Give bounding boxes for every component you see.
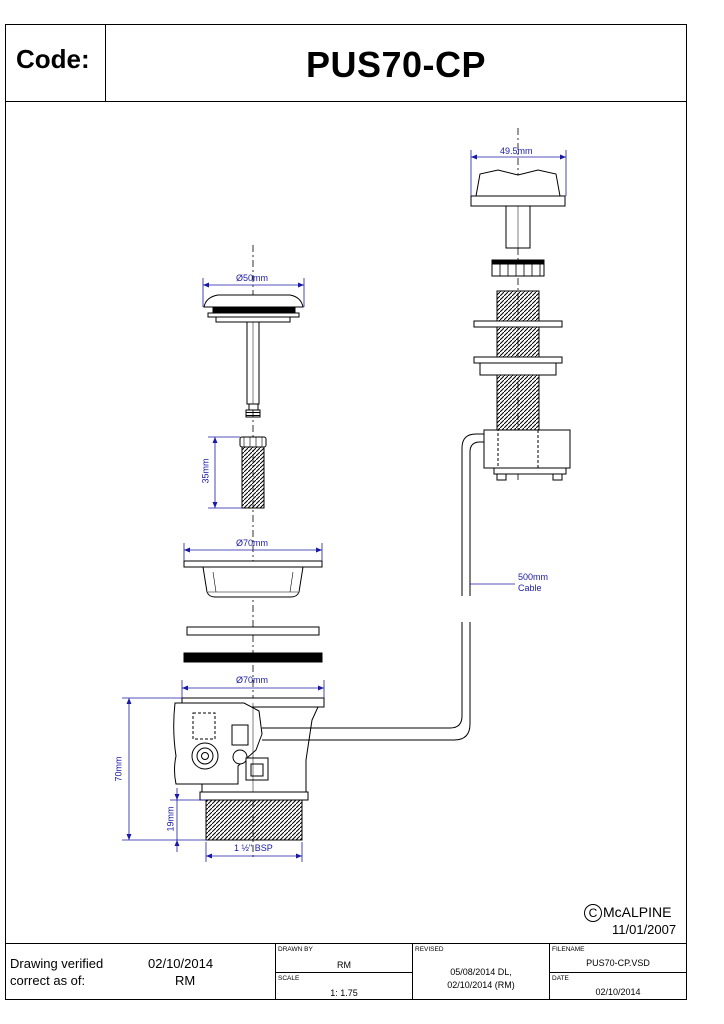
plug-diameter-label: Ø50mm [236, 273, 269, 283]
date-label: DATE [552, 975, 569, 982]
body-height-label: 70mm [113, 756, 124, 782]
thread-height-label: 19mm [165, 806, 176, 832]
thread-size-label: 1 ½" BSP [234, 843, 273, 853]
button-width-label: 49.5mm [500, 146, 533, 156]
filename-value: PUS70-CP.VSD [586, 958, 650, 968]
filename-label: FILENAME [552, 946, 585, 953]
title-block-lines [5, 943, 686, 1000]
screw-length-label: 35mm [200, 458, 211, 484]
flange-diameter-label: Ø70mm [236, 538, 269, 548]
verified-by: RM [175, 973, 196, 988]
brand-date: 11/01/2007 [612, 922, 677, 937]
drawn-by-value: RM [337, 960, 351, 970]
operating-button [470, 169, 566, 249]
body-diameter-label: Ø70mm [236, 675, 269, 685]
scale-label: SCALE [278, 975, 300, 982]
operating-nut [491, 259, 545, 277]
verified-label-line1: Drawing verified [10, 956, 104, 971]
code-label: Code: [16, 44, 90, 74]
operating-body [473, 290, 571, 481]
cable-note: 500mm Cable [518, 572, 548, 594]
scale-value: 1: 1.75 [330, 988, 358, 998]
revised-line2: 02/10/2014 (RM) [447, 980, 515, 990]
product-code: PUS70-CP [305, 44, 487, 85]
dimension-lines [122, 150, 567, 862]
adjusting-screw [239, 436, 267, 509]
cable-route [262, 433, 494, 741]
plug-stem [245, 321, 261, 418]
cable-label: Cable [518, 583, 542, 593]
drawn-by-label: DRAWN BY [278, 946, 313, 953]
sheet-frame [5, 24, 687, 1000]
plug-cap [203, 294, 304, 323]
cable-length: 500mm [518, 572, 549, 582]
copyright-icon: C [584, 904, 602, 922]
date-value: 02/10/2014 [595, 987, 641, 997]
waste-body [173, 697, 325, 841]
verified-date: 02/10/2014 [148, 956, 214, 971]
verified-label-line2: correct as of: [10, 973, 86, 988]
revised-line1: 05/08/2014 DL, [450, 967, 512, 977]
washers [183, 626, 323, 663]
revised-label: REVISED [415, 946, 444, 953]
strainer-flange [183, 560, 323, 598]
brand-name: McALPINE [603, 904, 672, 920]
